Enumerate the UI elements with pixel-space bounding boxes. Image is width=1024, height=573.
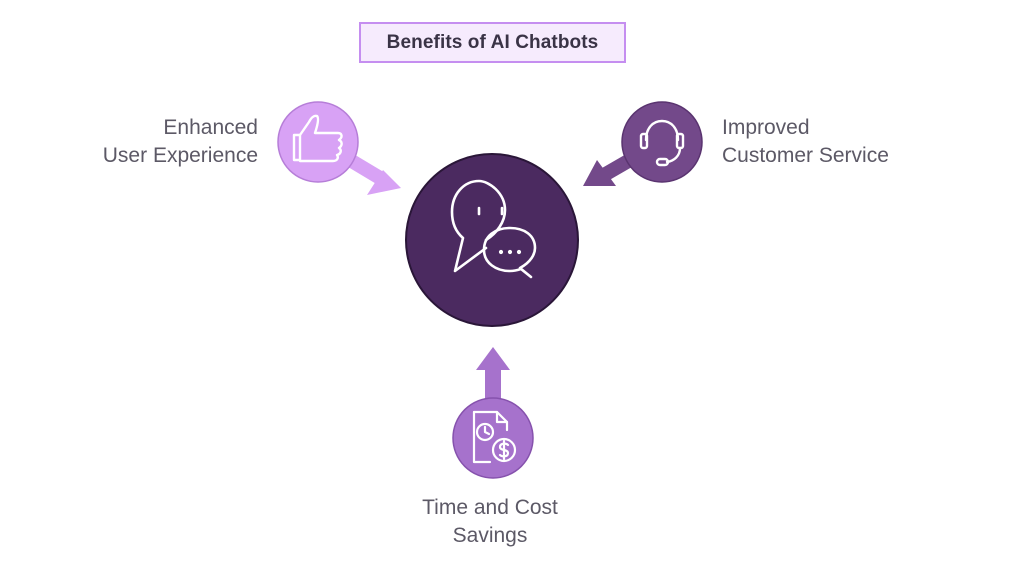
benefit-label-enhanced-user-experience: Enhanced User Experience: [103, 114, 258, 170]
arrow-customer-service-to-center: [583, 153, 634, 186]
arrow-time-cost-to-center: [476, 347, 510, 400]
node-circle: [621, 101, 703, 183]
arrow-user-experience-to-center: [346, 153, 401, 195]
node-time-and-cost-savings: [452, 397, 534, 479]
node-circle: [452, 397, 534, 479]
benefit-label-line: Time and Cost: [422, 496, 558, 519]
center-node: [405, 153, 579, 327]
center-circle: [405, 153, 579, 327]
node-circle: [277, 101, 359, 183]
benefit-label-time-and-cost-savings: Time and Cost Savings: [390, 494, 590, 550]
arrow-shaft: [485, 366, 501, 400]
diagram-title: Benefits of AI Chatbots: [386, 31, 599, 53]
thumbs-up-icon: [292, 114, 343, 163]
node-improved-customer-service: [621, 101, 703, 183]
time-money-document-icon: [472, 410, 517, 464]
arrow-shaft: [346, 153, 384, 185]
diagram-title-box: Benefits of AI Chatbots: [359, 22, 626, 63]
benefit-label-line: Customer Service: [722, 144, 889, 167]
benefit-label-line: Enhanced: [163, 116, 258, 139]
benefit-label-line: User Experience: [102, 144, 258, 167]
benefit-label-line: Improved: [722, 116, 810, 139]
benefit-label-line: Savings: [452, 524, 528, 547]
arrow-head: [583, 160, 616, 186]
benefit-label-improved-customer-service: Improved Customer Service: [722, 114, 889, 170]
headset-icon: [639, 119, 685, 167]
arrow-head: [476, 347, 510, 370]
node-enhanced-user-experience: [277, 101, 359, 183]
chat-bubbles-icon: [450, 179, 537, 279]
arrow-head: [367, 170, 401, 195]
arrow-shaft: [600, 153, 634, 182]
